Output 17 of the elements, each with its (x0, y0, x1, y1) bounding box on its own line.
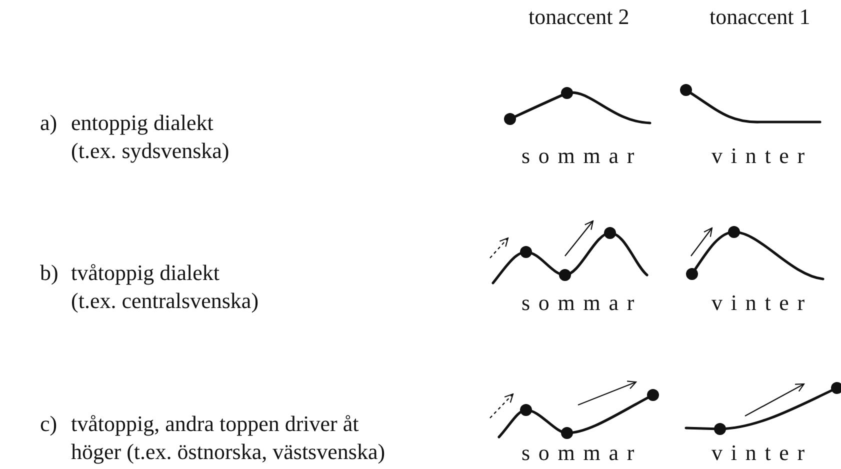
row-label: höger (t.ex. östnorska, västsvenska) (71, 439, 386, 465)
word-label: vinter (712, 290, 813, 316)
word-label: vinter (712, 440, 813, 466)
row-label: (t.ex. sydsvenska) (71, 138, 230, 164)
row-label: entoppig dialekt (71, 110, 214, 136)
row-label: tvåtoppig dialekt (71, 260, 220, 286)
word-label: vinter (712, 143, 813, 169)
word-label: sommar (522, 440, 643, 466)
column-heading: tonaccent 2 (528, 4, 630, 30)
column-heading: tonaccent 1 (710, 4, 810, 30)
row-label: tvåtoppig, andra toppen driver åt (71, 411, 359, 437)
row-label: (t.ex. centralsvenska) (71, 288, 259, 314)
item-letter: b) (40, 260, 58, 286)
word-label: sommar (522, 143, 643, 169)
item-letter: c) (40, 411, 58, 437)
item-letter: a) (40, 110, 58, 136)
word-label: sommar (522, 290, 643, 316)
